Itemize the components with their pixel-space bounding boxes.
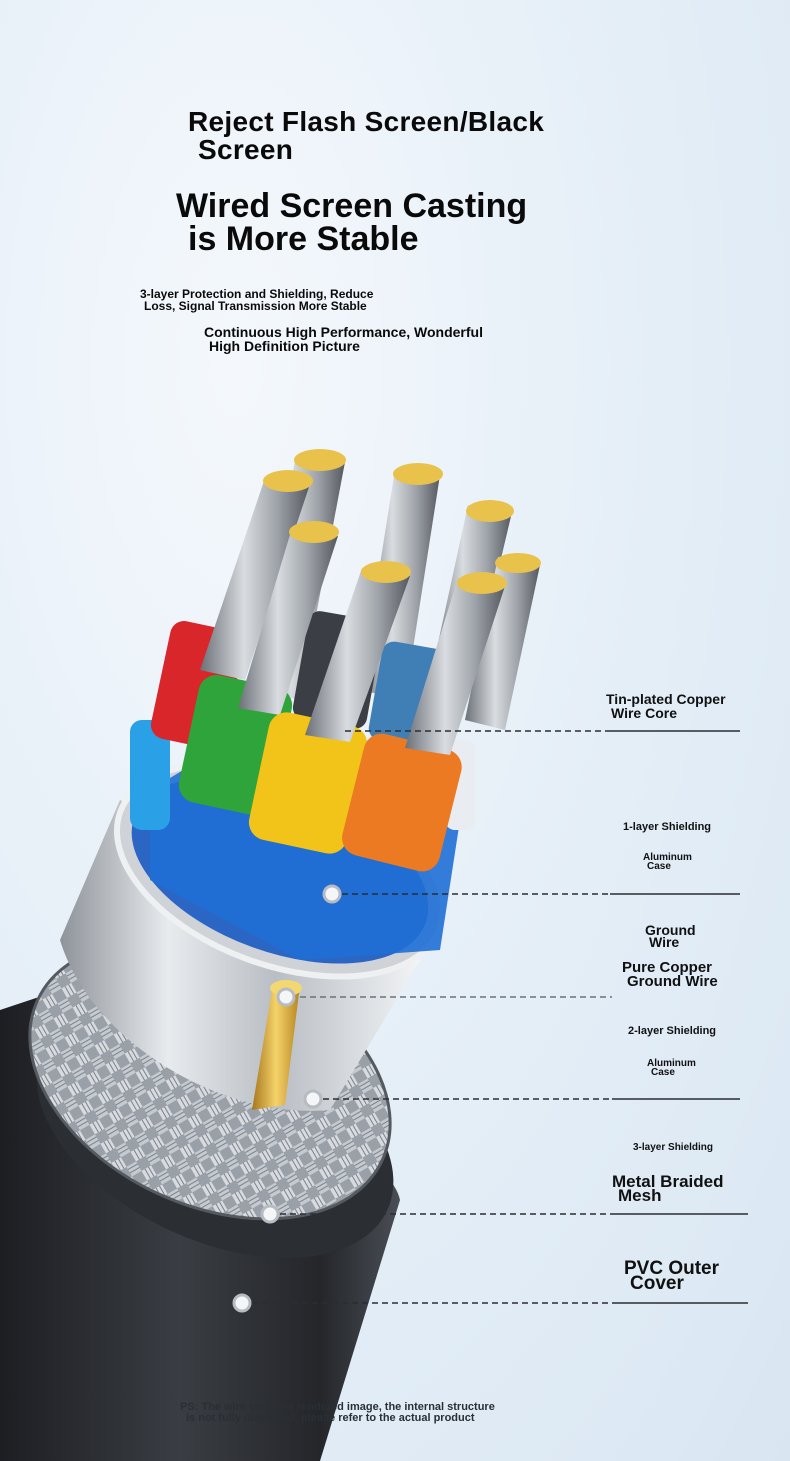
label-2-layer-shielding: 2-layer Shielding xyxy=(628,1025,717,1037)
label-pure-copper-line2: Ground Wire xyxy=(627,973,718,990)
headline-line2: Screen xyxy=(198,134,294,165)
label-pvc-line1: PVC Outer xyxy=(624,1258,720,1279)
feature-shielding-line1: 3-layer Protection and Shielding, Reduce xyxy=(140,287,374,301)
label-aluminum-case-2-line2: Case xyxy=(651,1067,675,1078)
label-aluminum-case-1-line2: Case xyxy=(647,861,671,872)
label-metal-braided-line2: Mesh xyxy=(618,1186,662,1205)
label-ground-wire-line1: Ground xyxy=(645,922,696,938)
feature-performance-line1: Continuous High Performance, Wonderful xyxy=(204,324,483,340)
label-metal-braided-line1: Metal Braided xyxy=(612,1172,724,1191)
subheadline: Wired Screen Casting is More Stable xyxy=(176,187,616,258)
label-aluminum-case-1: Aluminum Case xyxy=(643,852,692,872)
subheadline-line2: is More Stable xyxy=(188,220,419,258)
label-aluminum-case-1-line1: Aluminum xyxy=(643,852,692,863)
disclaimer-line1: PS: The wire core is a rendered image, t… xyxy=(180,1401,495,1413)
label-pure-copper-ground: Pure Copper Ground Wire xyxy=(622,959,718,990)
subheadline-line1: Wired Screen Casting xyxy=(176,187,528,225)
label-metal-braided-mesh: Metal Braided Mesh xyxy=(612,1172,724,1205)
feature-performance-line2: High Definition Picture xyxy=(209,338,360,354)
label-ground-wire-line2: Wire xyxy=(649,934,680,950)
label-aluminum-case-2: Aluminum Case xyxy=(647,1058,696,1078)
callout-lines xyxy=(242,730,748,1304)
feature-shielding-line2: Loss, Signal Transmission More Stable xyxy=(144,299,367,313)
label-pvc-outer-cover: PVC Outer Cover xyxy=(624,1258,720,1294)
label-3-layer-shielding: 3-layer Shielding xyxy=(633,1142,714,1153)
label-ground-wire: Ground Wire xyxy=(645,922,696,950)
disclaimer-line2: is not fully displayed, please refer to … xyxy=(186,1412,475,1424)
label-1-layer-shielding: 1-layer Shielding xyxy=(623,821,712,833)
label-pure-copper-line1: Pure Copper xyxy=(622,959,713,976)
label-aluminum-case-2-line1: Aluminum xyxy=(647,1058,696,1069)
headline: Reject Flash Screen/Black Screen xyxy=(188,108,628,164)
label-tin-copper-core-line2: Wire Core xyxy=(611,705,678,721)
label-tin-copper-core: Tin-plated Copper Wire Core xyxy=(606,692,726,720)
feature-performance: Continuous High Performance, Wonderful H… xyxy=(204,325,544,353)
insulated-conductors xyxy=(150,449,541,872)
headline-line1: Reject Flash Screen/Black xyxy=(188,106,545,137)
label-pvc-line2: Cover xyxy=(630,1273,684,1294)
callout-dots xyxy=(232,884,342,1313)
disclaimer: PS: The wire core is a rendered image, t… xyxy=(180,1402,600,1424)
label-tin-copper-core-line1: Tin-plated Copper xyxy=(606,691,726,707)
feature-shielding: 3-layer Protection and Shielding, Reduce… xyxy=(140,288,440,312)
